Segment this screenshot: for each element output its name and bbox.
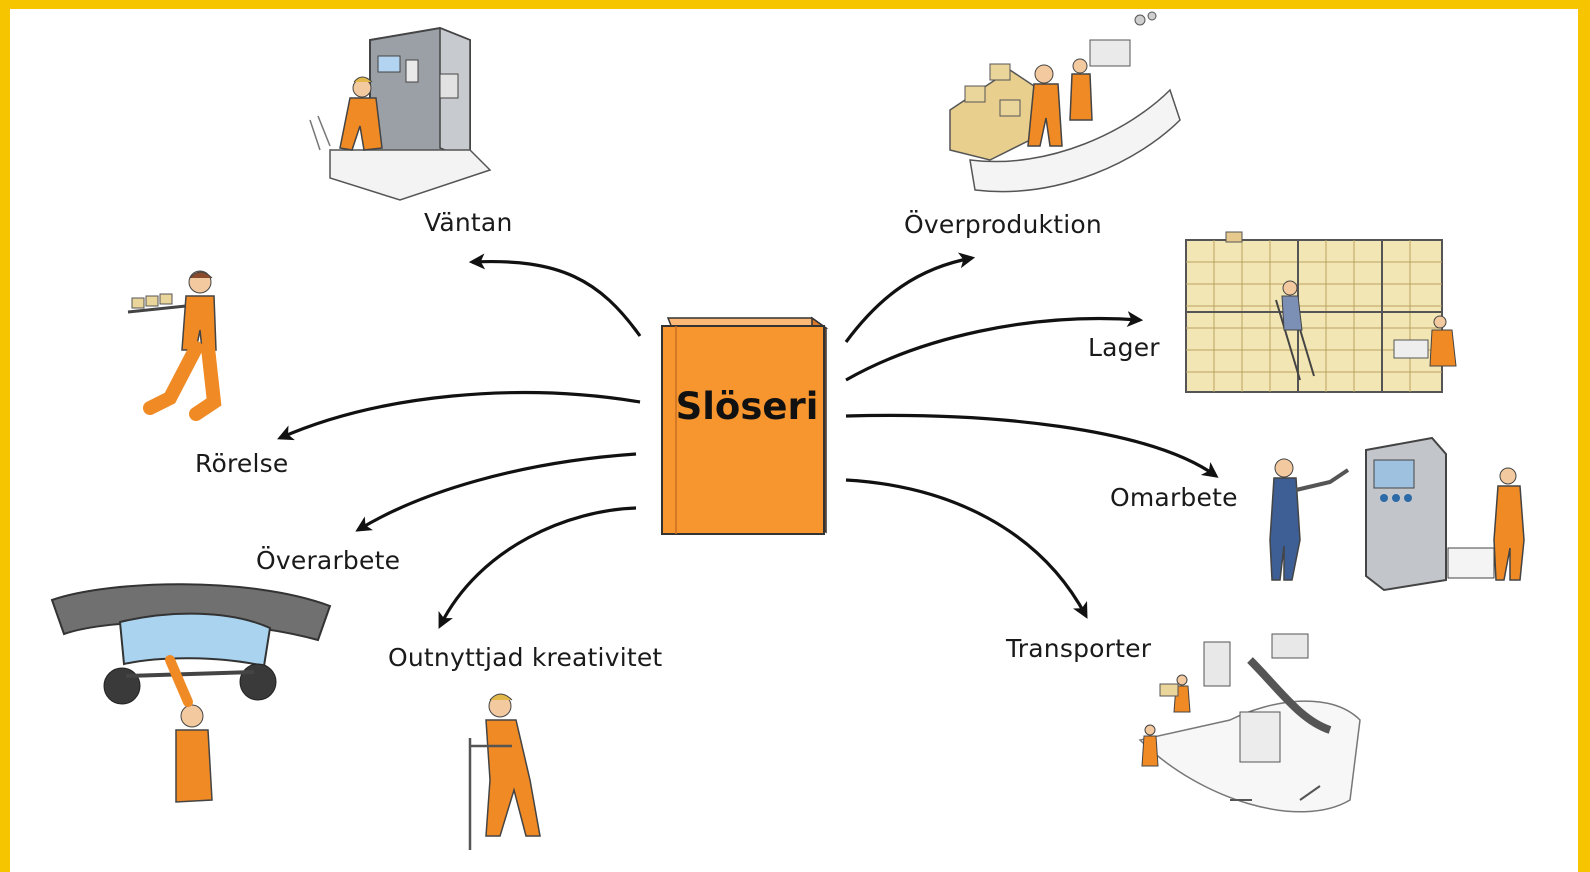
- arrow-rorelse: [277, 391, 641, 441]
- label-outnyttjad-kreativitet: Outnyttjad kreativitet: [388, 643, 663, 672]
- warehouse-illustration: [1185, 231, 1457, 393]
- arrow-lager: [845, 311, 1144, 382]
- book-icon: [661, 316, 829, 535]
- rework-illustration: [1269, 436, 1525, 592]
- label-rorelse: Rörelse: [195, 449, 289, 478]
- label-overarbete: Överarbete: [256, 546, 401, 575]
- waiting-worker-illustration: [309, 26, 492, 201]
- car-underside-illustration: [50, 583, 332, 803]
- arrow-overproduktion: [844, 252, 976, 343]
- arrow-overarbete: [355, 452, 637, 532]
- overproduction-illustration: [949, 11, 1181, 193]
- walking-worker-illustration: [127, 270, 222, 421]
- thinking-worker-illustration: [468, 693, 541, 850]
- arrow-outnyttjad: [438, 506, 637, 629]
- center-label: Slöseri: [675, 385, 819, 428]
- label-lager: Lager: [1088, 333, 1160, 362]
- arrow-vantan: [468, 253, 642, 337]
- label-transporter: Transporter: [1006, 634, 1152, 663]
- label-overproduktion: Överproduktion: [904, 210, 1102, 239]
- label-omarbete: Omarbete: [1110, 483, 1238, 512]
- arrow-omarbete: [845, 413, 1219, 478]
- transport-illustration: [1138, 633, 1361, 813]
- arrow-transporter: [845, 478, 1088, 619]
- label-vantan: Väntan: [424, 208, 513, 237]
